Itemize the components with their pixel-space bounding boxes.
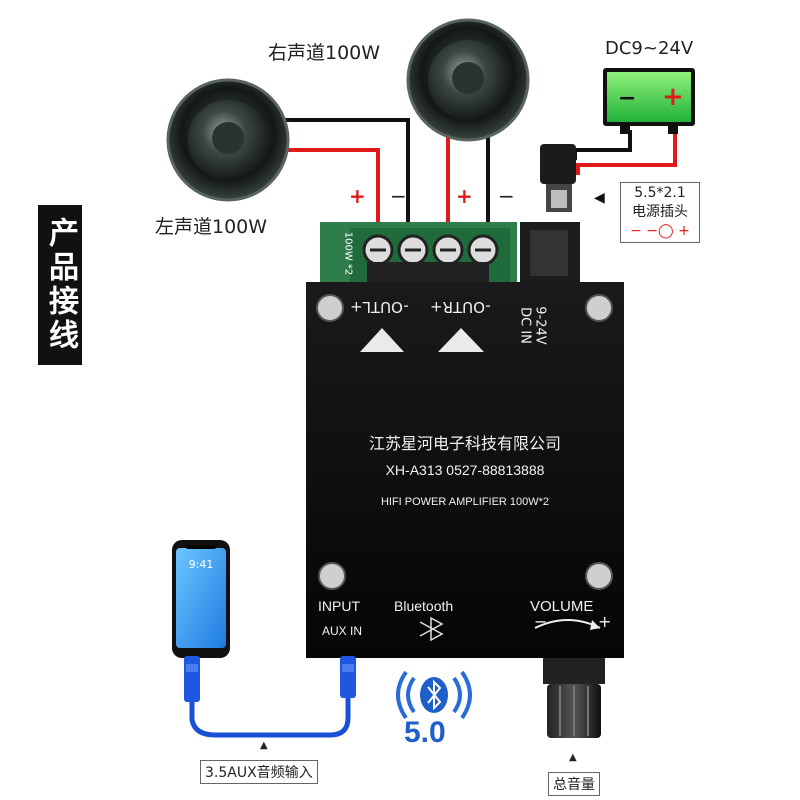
dc-range-label: 9-24V (532, 306, 548, 345)
bluetooth-badge-icon (396, 670, 472, 720)
right-minus-mark: − (498, 184, 515, 208)
dc-in-label: DC IN (517, 307, 533, 344)
company-name: 江苏星河电子科技有限公司 (368, 434, 561, 453)
plug-polarity: − −◯ + (630, 223, 690, 239)
aux-in-label: AUX IN (322, 624, 363, 638)
dc-plug-icon (540, 144, 576, 212)
right-speaker-label: 右声道100W (268, 42, 381, 64)
left-speaker-icon (166, 78, 290, 202)
plug-info-box: 5.5*2.1 电源插头 − −◯ + (620, 182, 700, 243)
volume-minus: − (534, 612, 548, 631)
input-label: INPUT (318, 598, 360, 614)
volume-knob[interactable] (543, 658, 605, 738)
aux-plugs (184, 656, 356, 702)
right-speaker-icon (406, 18, 530, 142)
bluetooth-version: 5.0 (404, 716, 446, 749)
aux-cable (189, 695, 351, 738)
plug-name: 电源插头 (632, 204, 688, 220)
dc-jack-label: DC 24V (581, 234, 593, 273)
battery-icon (603, 68, 695, 134)
power-voltage-label: DC9~24V (605, 38, 694, 59)
volume-plus: + (598, 612, 612, 631)
product-name: HIFI POWER AMPLIFIER 100W*2 (380, 496, 550, 508)
bluetooth-label: Bluetooth (394, 598, 454, 614)
board-screws (316, 294, 613, 590)
side-title: 产品接线 (38, 205, 82, 365)
volume-label: VOLUME (530, 598, 594, 615)
plug-size: 5.5*2.1 (634, 185, 686, 201)
phone-icon (172, 540, 230, 658)
phone-time: 9:41 (188, 558, 214, 571)
battery-minus: − (618, 86, 637, 111)
outr-label: -OUTR+ (430, 298, 491, 316)
left-minus-mark: − (390, 184, 407, 208)
outl-label: -OUTL+ (350, 298, 409, 316)
aux-arrow: ▲ (260, 740, 268, 751)
terminal-screws (362, 234, 499, 282)
aux-input-label: 3.5AUX音频输入 (200, 760, 318, 784)
model-phone: XH-A313 0527-88813888 (385, 462, 545, 478)
volume-arrow: ▲ (569, 752, 577, 763)
right-plus-mark: + (456, 184, 473, 208)
speaker-left-symbol (360, 328, 404, 352)
left-speaker-label: 左声道100W (155, 216, 268, 238)
plug-arrow: ◀ (594, 190, 605, 206)
master-volume-label: 总音量 (548, 772, 600, 796)
power-wires (573, 130, 677, 175)
battery-plus: + (662, 82, 684, 112)
left-plus-mark: + (349, 184, 366, 208)
terminal-rating: 100W *2 (342, 231, 354, 276)
speaker-right-symbol (438, 328, 484, 352)
bluetooth-board-icon (419, 616, 444, 642)
